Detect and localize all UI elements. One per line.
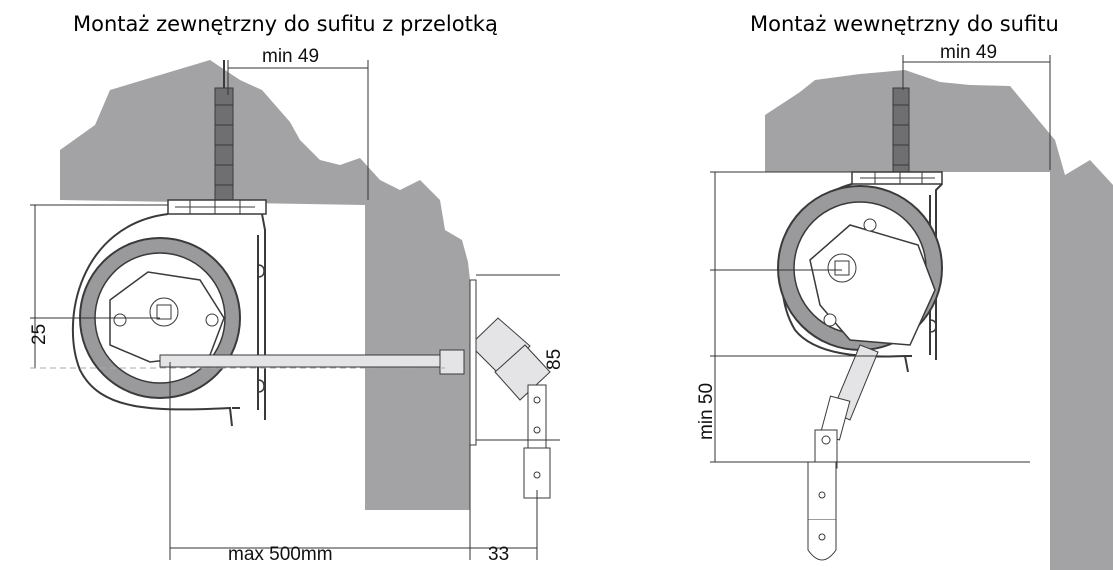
wall-anchor-icon: [214, 60, 234, 204]
ceiling-mass: [765, 70, 1113, 570]
dim-label-height-large: 85: [544, 349, 560, 370]
dimension-top-offset: min 49: [227, 46, 369, 200]
diagram-external-mount: min 49: [29, 46, 560, 565]
dim-label-top-offset-right: min 49: [940, 42, 997, 63]
panel-title-external: Montaż zewnętrzny do sufitu z przelotką: [73, 12, 498, 36]
cassette-outer-curve: [71, 213, 240, 427]
panel-internal-ceiling-mount: Montaż wewnętrzny do sufitu min 49: [560, 0, 1113, 570]
dim-label-top-offset: min 49: [262, 46, 319, 67]
panel-title-internal: Montaż wewnętrzny do sufitu: [750, 12, 1059, 36]
dimension-bottom-clearance: min 50: [696, 171, 1030, 463]
diagram-internal-mount: min 49: [696, 42, 1113, 570]
dim-label-bottom-clearance: min 50: [696, 383, 717, 440]
dim-label-bottom-offset: 33: [488, 544, 509, 565]
dimension-height-small: 25: [29, 204, 445, 369]
crank-linkage-icon: [469, 279, 551, 499]
panel-external-ceiling-mount: Montaż zewnętrzny do sufitu z przelotką …: [29, 12, 560, 565]
dimension-top-offset: min 49: [902, 42, 1051, 170]
dim-label-bottom-span: max 500mm: [228, 544, 333, 565]
dim-label-height-small: 25: [29, 324, 50, 345]
wall-anchor-icon: [892, 87, 910, 179]
dimension-height-large: 85: [476, 274, 560, 441]
crank-linkage-icon: [807, 344, 879, 561]
drive-rod: [159, 349, 465, 375]
dimension-bottom: max 500mm 33: [169, 362, 538, 565]
